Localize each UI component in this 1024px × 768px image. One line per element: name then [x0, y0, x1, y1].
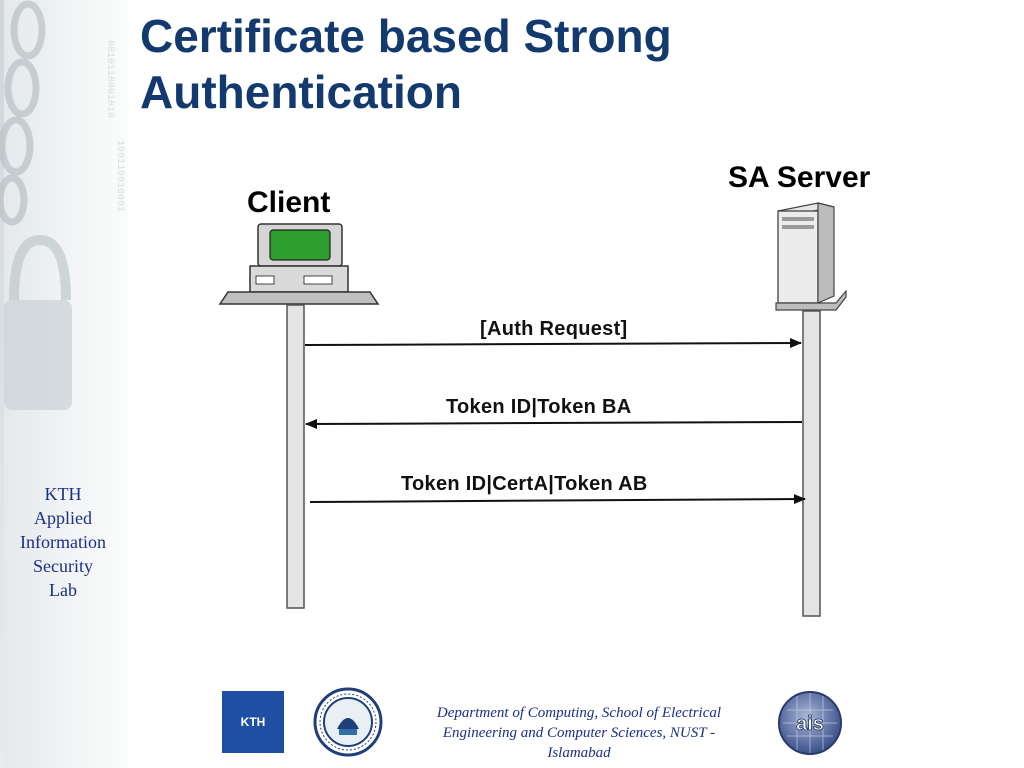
- sidebar: 0010110001010 100110010001 KTH Applied I…: [0, 0, 128, 768]
- lab-line-4: Security: [33, 556, 93, 576]
- svg-text:100110010001: 100110010001: [114, 140, 125, 212]
- footer-line-2: Engineering and Computer Sciences, NUST …: [442, 725, 716, 741]
- arrow-token-ab: [309, 494, 806, 505]
- message-label-auth-request: [Auth Request]: [480, 318, 628, 340]
- server-tower-icon: [775, 202, 847, 311]
- arrow-auth-request: [304, 338, 802, 349]
- title-line-1: Certificate based Strong: [140, 10, 672, 62]
- server-lifeline: [802, 310, 821, 617]
- sidebar-edge: [0, 0, 4, 768]
- client-computer-icon: [218, 223, 380, 305]
- server-label: SA Server: [728, 161, 871, 194]
- lab-name: KTH Applied Information Security Lab: [4, 482, 122, 602]
- lab-line-3: Information: [20, 532, 106, 552]
- kth-logo-text: KTH: [240, 715, 266, 729]
- lab-line-2: Applied: [34, 508, 92, 528]
- message-label-token-ba: Token ID|Token BA: [446, 396, 632, 418]
- ais-logo-text: ais: [796, 713, 824, 735]
- slide-title: Certificate based Strong Authentication: [140, 8, 900, 120]
- lab-line-5: Lab: [49, 580, 77, 600]
- kth-logo: KTH: [222, 691, 284, 753]
- client-label: Client: [247, 186, 331, 219]
- chain-padlock-background: 0010110001010 100110010001: [0, 0, 125, 410]
- lab-line-1: KTH: [44, 484, 82, 504]
- footer-line-1: Department of Computing, School of Elect…: [436, 705, 722, 721]
- client-lifeline: [286, 304, 305, 609]
- title-line-2: Authentication: [140, 66, 462, 118]
- department-footer: Department of Computing, School of Elect…: [408, 703, 750, 763]
- svg-text:0010110001010: 0010110001010: [104, 40, 115, 118]
- arrow-token-ba: [305, 418, 803, 429]
- nust-seal-icon: [313, 687, 383, 757]
- message-label-token-ab: Token ID|CertA|Token AB: [401, 473, 648, 495]
- footer-line-3: Islamabad: [547, 745, 611, 761]
- ais-logo: ais: [778, 691, 842, 755]
